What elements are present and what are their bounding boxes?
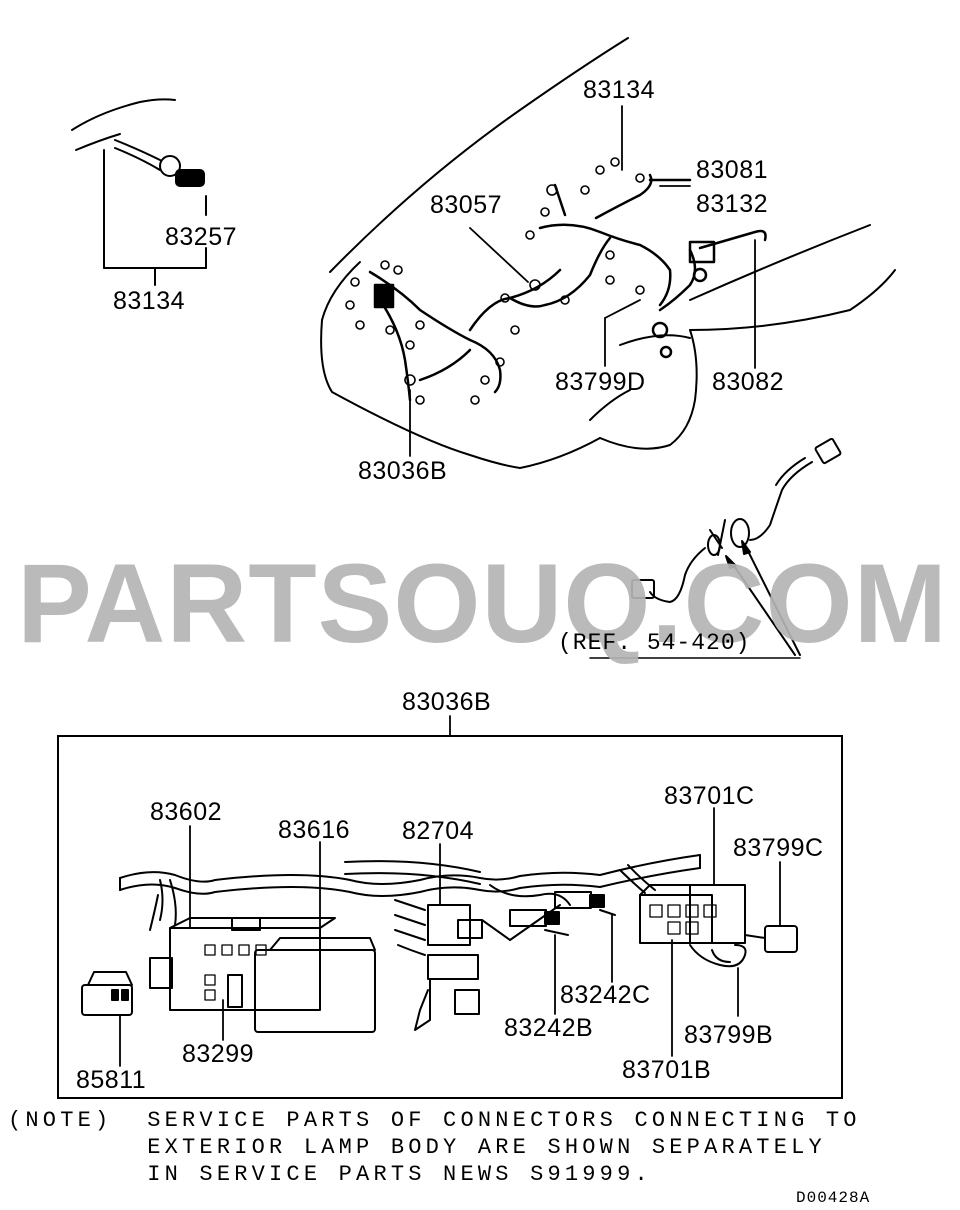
detail-box-frame — [57, 735, 843, 1099]
detail-leader-lines — [119, 807, 781, 1067]
note-line-2: EXTERIOR LAMP BODY ARE SHOWN SEPARATELY — [8, 1135, 826, 1160]
part-label-83602[interactable]: 83602 — [150, 798, 223, 826]
part-label-83799B[interactable]: 83799B — [684, 1021, 774, 1049]
drawing-code: D00428A — [796, 1189, 871, 1207]
vehicle-body-outline — [320, 37, 896, 469]
watermark: PARTSOUQ.COM — [17, 541, 948, 666]
part-label-83701B[interactable]: 83701B — [622, 1056, 712, 1084]
part-label-83134[interactable]: 83134 — [583, 76, 656, 104]
bulb-socket-detail — [71, 98, 207, 286]
part-label-83036B[interactable]: 83036B — [358, 457, 448, 485]
part-label-83081[interactable]: 83081 — [696, 156, 769, 184]
part-label-83799D[interactable]: 83799D — [555, 368, 646, 396]
part-label-83257[interactable]: 83257 — [165, 223, 238, 251]
detail-box-harness — [81, 854, 798, 1033]
part-label-83701C[interactable]: 83701C — [664, 782, 755, 810]
part-label-82704[interactable]: 82704 — [402, 817, 475, 845]
detail-box-title[interactable]: 83036B — [402, 688, 492, 716]
note-line-1: (NOTE) SERVICE PARTS OF CONNECTORS CONNE… — [8, 1108, 861, 1133]
part-label-83134-left[interactable]: 83134 — [113, 287, 186, 315]
part-label-83799C[interactable]: 83799C — [733, 834, 824, 862]
top-leader-lines — [409, 105, 756, 457]
part-label-83299[interactable]: 83299 — [182, 1040, 255, 1068]
part-label-83242B[interactable]: 83242B — [504, 1014, 594, 1042]
part-label-83057[interactable]: 83057 — [430, 191, 503, 219]
engine-harness — [345, 157, 767, 405]
part-label-83242C[interactable]: 83242C — [560, 981, 651, 1009]
reference-label[interactable]: (REF. 54-420) — [558, 630, 751, 656]
part-label-85811[interactable]: 85811 — [76, 1066, 147, 1094]
part-label-83132[interactable]: 83132 — [696, 190, 769, 218]
note-line-3: IN SERVICE PARTS NEWS S91999. — [8, 1162, 652, 1187]
part-label-83616[interactable]: 83616 — [278, 816, 351, 844]
grommet-detail — [589, 437, 842, 659]
part-label-83082[interactable]: 83082 — [712, 368, 785, 396]
